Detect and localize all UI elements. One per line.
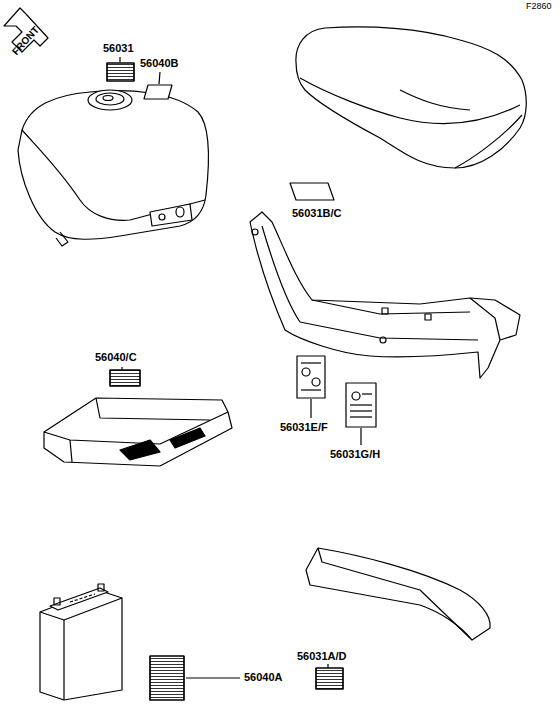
callout-number: 56040A xyxy=(244,671,283,684)
label-sticker xyxy=(316,668,343,689)
callout-number: 56031 xyxy=(103,42,134,55)
leader-line xyxy=(119,57,120,62)
callout-number: 56031B/C xyxy=(292,207,342,220)
label-sticker xyxy=(316,668,343,689)
leader-line xyxy=(327,664,328,668)
callout-number: 56040B xyxy=(140,57,179,70)
leader-line xyxy=(159,72,160,84)
leader-line xyxy=(186,677,240,678)
label-sticker xyxy=(290,183,334,200)
callout-number: 56031E/F xyxy=(280,421,328,434)
leader-line xyxy=(310,399,311,418)
label-sticker xyxy=(110,370,140,386)
battery xyxy=(40,584,122,700)
warning-label xyxy=(297,356,325,398)
undertray xyxy=(44,398,232,466)
seat xyxy=(296,27,526,168)
leader-line xyxy=(360,428,361,445)
label-sticker xyxy=(110,370,140,386)
leader-line xyxy=(121,367,122,370)
fuel-tank xyxy=(18,90,208,246)
label-sheet xyxy=(150,656,184,700)
label-sticker xyxy=(107,63,134,81)
tail-cover xyxy=(306,548,490,640)
label-sheet xyxy=(150,656,184,700)
figure-number: F2860 xyxy=(526,1,552,11)
warning-label xyxy=(346,383,376,427)
label-sticker xyxy=(107,63,134,81)
callout-number: 56031A/D xyxy=(297,650,347,663)
callout-number: 56040/C xyxy=(95,351,137,364)
label-sticker xyxy=(144,85,172,99)
callout-number: 56031G/H xyxy=(330,448,380,461)
side-cover xyxy=(250,212,520,378)
